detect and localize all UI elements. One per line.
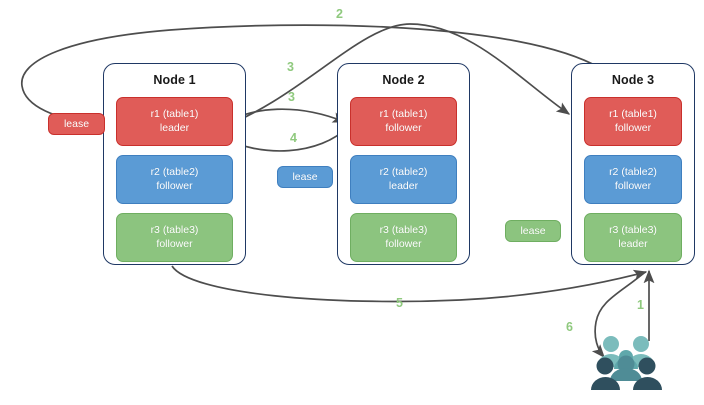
- step-label-5: 5: [396, 296, 403, 310]
- replica-name: r2 (table2): [150, 166, 199, 178]
- lease-badge-r2[interactable]: lease: [277, 166, 333, 188]
- step-label-6: 6: [566, 320, 573, 334]
- replica-role: leader: [388, 179, 419, 192]
- node-container-node2: Node 2 r1 (table1) follower r2 (table2) …: [337, 63, 470, 265]
- replica-name: r1 (table1): [379, 108, 428, 120]
- lease-badge-r3[interactable]: lease: [505, 220, 561, 242]
- replica-node2-r3[interactable]: r3 (table3) follower: [350, 213, 457, 262]
- replica-node1-r3[interactable]: r3 (table3) follower: [116, 213, 233, 262]
- replica-node1-r2[interactable]: r2 (table2) follower: [116, 155, 233, 204]
- replica-role: follower: [156, 237, 193, 250]
- replica-role: follower: [385, 121, 422, 134]
- replica-name: r3 (table3): [379, 224, 428, 236]
- replica-node1-r1[interactable]: r1 (table1) leader: [116, 97, 233, 146]
- replica-node3-r3[interactable]: r3 (table3) leader: [584, 213, 682, 262]
- node-title-node1: Node 1: [153, 73, 196, 87]
- replica-name: r3 (table3): [150, 224, 199, 236]
- replica-node3-r1[interactable]: r1 (table1) follower: [584, 97, 682, 146]
- replica-name: r1 (table1): [609, 108, 657, 120]
- arrow-step-3-to-node3: [216, 23, 571, 130]
- step-label-3b: 3: [288, 90, 295, 104]
- replica-node3-r2[interactable]: r2 (table2) follower: [584, 155, 682, 204]
- replica-name: r2 (table2): [609, 166, 657, 178]
- node-title-node3: Node 3: [611, 73, 655, 87]
- step-label-1: 1: [637, 298, 644, 312]
- arrow-step-6: [591, 271, 646, 359]
- replica-role: follower: [156, 179, 193, 192]
- replica-name: r3 (table3): [609, 224, 657, 236]
- replica-role: follower: [614, 179, 652, 192]
- replica-name: r1 (table1): [150, 108, 199, 120]
- arrow-step-2: [21, 24, 601, 129]
- step-label-3a: 3: [287, 60, 294, 74]
- step-label-2: 2: [336, 7, 343, 21]
- users-group-icon: [591, 336, 662, 390]
- node-container-node3: Node 3 r1 (table1) follower r2 (table2) …: [571, 63, 695, 265]
- arrow-step-5: [171, 265, 648, 303]
- replica-role: follower: [385, 237, 422, 250]
- replica-node2-r1[interactable]: r1 (table1) follower: [350, 97, 457, 146]
- replica-role: leader: [618, 237, 648, 250]
- replica-node2-r2[interactable]: r2 (table2) leader: [350, 155, 457, 204]
- replica-name: r2 (table2): [379, 166, 428, 178]
- node-container-node1: Node 1 r1 (table1) leader r2 (table2) fo…: [103, 63, 246, 265]
- replica-role: follower: [614, 121, 652, 134]
- step-label-4: 4: [290, 131, 297, 145]
- node-title-node2: Node 2: [382, 73, 425, 87]
- replica-role: leader: [159, 121, 190, 134]
